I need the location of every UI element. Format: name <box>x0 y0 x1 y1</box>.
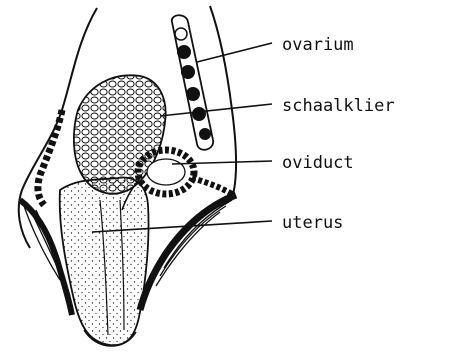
body-outline-right <box>210 6 236 205</box>
label-ovarium: ovarium <box>282 35 354 55</box>
label-schaalklier: schaalklier <box>282 96 395 116</box>
label-oviduct: oviduct <box>282 153 354 173</box>
leader-line-ovarium <box>197 43 272 62</box>
leader-line-schaalklier <box>160 104 272 116</box>
ovarium <box>172 15 213 150</box>
uterus <box>20 178 236 346</box>
label-uterus: uterus <box>282 213 343 233</box>
